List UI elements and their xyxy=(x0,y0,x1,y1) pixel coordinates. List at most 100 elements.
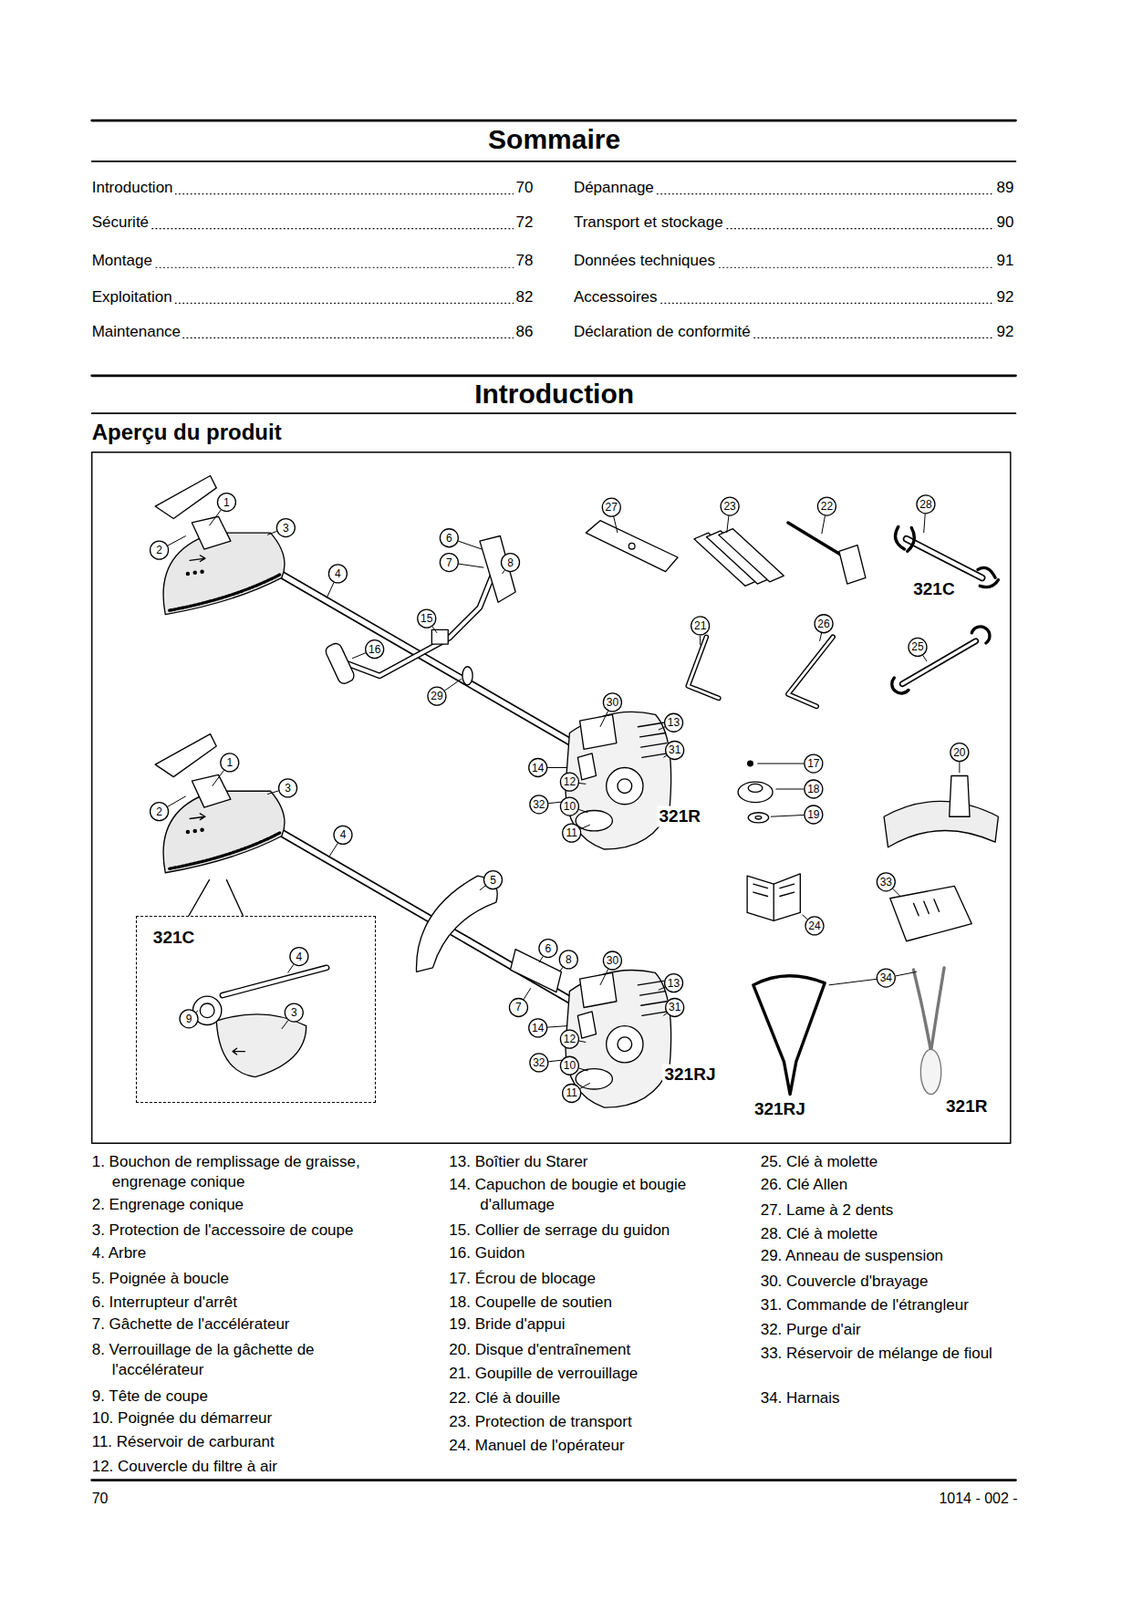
callout-circle xyxy=(804,779,823,799)
callout-circle xyxy=(560,797,579,816)
model-label: 321RJ xyxy=(752,1099,808,1121)
harness-pad xyxy=(920,1048,941,1094)
legend-item: 34. Harnais xyxy=(760,1388,1015,1409)
page-number: 92 xyxy=(995,321,1017,341)
leader-line xyxy=(923,654,927,662)
leader-line xyxy=(167,796,187,808)
leader-line xyxy=(775,789,804,790)
legend-item: 5. Poignée à boucle xyxy=(92,1268,404,1289)
callout-number: 4 xyxy=(296,951,303,963)
callout-number: 18 xyxy=(807,783,820,795)
brush-cutter xyxy=(155,734,672,1109)
legend-item: 30. Couvercle d'brayage xyxy=(760,1271,1015,1292)
callout-number: 4 xyxy=(340,829,347,841)
starter-hub xyxy=(617,778,633,794)
legend-item: 25. Clé à molette xyxy=(760,1152,1015,1173)
callout-circle xyxy=(501,553,520,572)
leader-line xyxy=(579,782,586,785)
guard-dot xyxy=(192,571,197,575)
drive-disc xyxy=(949,775,970,817)
callout-circle xyxy=(916,495,935,514)
callout-circle xyxy=(664,974,684,993)
legend-item: 7. Gâchette de l'accélérateur xyxy=(92,1314,404,1335)
callout-circle xyxy=(333,825,353,844)
callout-number: 10 xyxy=(563,1059,576,1071)
callout-number: 5 xyxy=(489,874,497,886)
leader-line xyxy=(479,885,486,891)
legend-item: 28. Clé à molette xyxy=(760,1224,1015,1245)
guard-edge xyxy=(169,574,281,611)
two-tooth-blade xyxy=(585,520,678,572)
manual-book xyxy=(747,873,800,921)
leader-line xyxy=(559,966,563,972)
leader-line xyxy=(924,513,925,533)
harness xyxy=(913,967,946,1052)
legend-item: 3. Protection de l'accessoire de coupe xyxy=(92,1220,404,1241)
callout-number: 1 xyxy=(223,497,230,509)
legend-item: 27. Lame à 2 dents xyxy=(760,1200,1015,1221)
callout-circle xyxy=(328,564,347,583)
leader-line xyxy=(208,509,221,526)
harness xyxy=(753,976,825,1095)
leader-line xyxy=(663,1013,667,1017)
page-number: 89 xyxy=(995,178,1017,198)
page-number: 90 xyxy=(995,213,1017,232)
leader-line xyxy=(167,535,187,546)
callout-number: 29 xyxy=(430,690,443,702)
callout-circle xyxy=(439,529,458,548)
guard-dot xyxy=(186,571,190,576)
legend-item: 17. Écrou de blocage xyxy=(448,1268,746,1289)
wrench xyxy=(902,641,977,685)
callout-circle xyxy=(814,614,833,634)
model-label: 321RJ xyxy=(662,1064,717,1086)
legend-item: 31. Commande de l'étrangleur xyxy=(760,1295,1015,1316)
legend-item: 19. Bride d'appui xyxy=(448,1314,746,1335)
toc-entry: Maintenance xyxy=(90,321,183,341)
callout-number: 10 xyxy=(563,800,576,812)
legend-item: 22. Clé à douille xyxy=(448,1388,746,1409)
fuel-tank xyxy=(575,810,613,831)
callout-circle xyxy=(804,754,823,773)
footer-text: 1014 - 002 - xyxy=(938,1489,1018,1507)
leader-line xyxy=(699,634,701,645)
callout-number: 25 xyxy=(911,641,924,653)
leader-line xyxy=(547,767,568,769)
leader-line xyxy=(547,1026,568,1029)
callout-circle xyxy=(284,1003,303,1022)
toc-entry: Sécurité xyxy=(90,213,151,232)
leader-line xyxy=(432,626,437,634)
leader-line xyxy=(457,540,482,550)
callout-number: 31 xyxy=(668,1001,681,1013)
callout-number: 24 xyxy=(808,920,821,932)
toc-entry: Déclaration de conformité xyxy=(571,321,753,341)
manual-pages xyxy=(753,883,795,921)
callout-number: 20 xyxy=(953,747,966,759)
leader-line xyxy=(288,964,294,973)
callout-circle xyxy=(950,743,969,762)
heading: Introduction xyxy=(474,377,634,411)
legend-item: 6. Interrupteur d'arrêt xyxy=(92,1292,404,1313)
callout-circle xyxy=(483,871,502,890)
callout-circle xyxy=(290,947,309,966)
wrench xyxy=(906,539,983,579)
callout-number: 11 xyxy=(565,827,577,839)
cooling-fins xyxy=(637,722,667,758)
transport-guard xyxy=(718,529,785,582)
socket-wrench xyxy=(788,522,846,558)
legend-item: 18. Coupelle de soutien xyxy=(448,1292,746,1313)
rotation-arrow xyxy=(189,555,206,562)
leader-line xyxy=(829,978,877,986)
allen-key xyxy=(788,636,833,707)
callout-circle xyxy=(439,553,458,572)
leader-line xyxy=(578,809,588,812)
callout-number: 31 xyxy=(668,744,681,756)
blade xyxy=(155,475,217,519)
callout-number: 23 xyxy=(723,500,736,512)
callout-number: 33 xyxy=(880,876,893,888)
callout-number: 14 xyxy=(531,762,544,774)
model-label: 321R xyxy=(657,806,703,828)
callout-number: 2 xyxy=(155,806,163,818)
callout-circle xyxy=(559,950,578,969)
leader-line xyxy=(726,515,729,533)
callout-number: 6 xyxy=(446,532,453,544)
